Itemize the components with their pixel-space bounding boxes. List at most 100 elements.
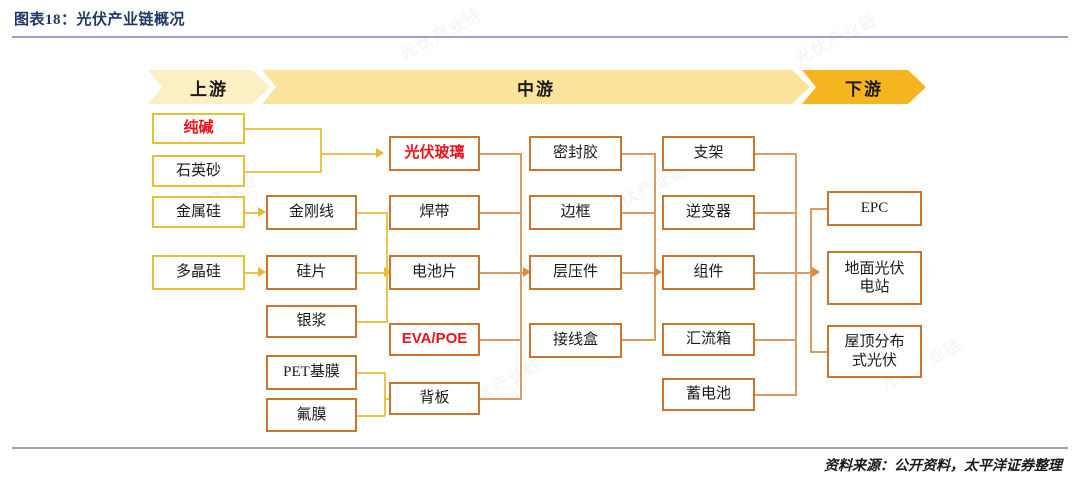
node-jinshugui[interactable]: 金属硅: [152, 196, 245, 228]
node-jiexianhe[interactable]: 接线盒: [529, 323, 622, 358]
connector: [755, 272, 811, 274]
node-dianchipian[interactable]: 电池片: [389, 255, 480, 290]
connector: [520, 153, 522, 399]
connector: [654, 153, 656, 340]
node-wuding-fenbushi-guangfu[interactable]: 屋顶分布式光伏: [827, 325, 922, 378]
connector: [386, 212, 388, 322]
arrow-head: [654, 267, 662, 277]
node-label: 银浆: [296, 313, 327, 330]
connector: [245, 272, 261, 274]
connector: [245, 171, 321, 173]
node-label: 硅片: [296, 264, 327, 281]
source-note: 资料来源：公开资料，太平洋证券整理: [824, 459, 1062, 474]
page-title: 图表18：光伏产业链概况: [14, 12, 186, 28]
node-cengyajian[interactable]: 层压件: [529, 255, 622, 290]
banner-downstream: 下游: [802, 70, 926, 104]
node-label: 石英砂: [175, 162, 221, 179]
node-label: 密封胶: [552, 145, 598, 162]
connector: [357, 212, 387, 214]
node-label: 组件: [693, 264, 724, 281]
connector: [622, 212, 656, 214]
node-shiyingsha[interactable]: 石英砂: [152, 155, 245, 187]
node-guangfuboli[interactable]: 光伏玻璃: [389, 136, 480, 171]
node-zujian[interactable]: 组件: [662, 255, 755, 290]
node-label: 金刚线: [288, 204, 334, 221]
node-label: 多晶硅: [175, 264, 221, 281]
node-label: 屋顶分布式光伏: [844, 334, 905, 369]
node-petjimo[interactable]: PET基膜: [266, 355, 357, 390]
banner-midstream: 中游: [262, 70, 810, 104]
node-label: 汇流箱: [685, 331, 731, 348]
connector: [480, 339, 522, 341]
connector: [320, 128, 322, 172]
connector: [357, 372, 385, 374]
node-guipian[interactable]: 硅片: [266, 255, 357, 290]
node-yinjiang[interactable]: 银浆: [266, 305, 357, 338]
node-nibianqi[interactable]: 逆变器: [662, 195, 755, 230]
node-biankuang[interactable]: 边框: [529, 195, 622, 230]
footer-divider: [12, 447, 1068, 449]
node-label: 金属硅: [175, 203, 221, 220]
arrow-head: [258, 267, 266, 277]
node-duojinggui[interactable]: 多晶硅: [152, 255, 245, 290]
connector: [480, 398, 522, 400]
connector: [810, 208, 812, 352]
connector: [622, 153, 656, 155]
node-label: 光伏玻璃: [404, 144, 465, 162]
connector: [755, 212, 797, 214]
header-divider: [12, 36, 1068, 38]
node-zhijia[interactable]: 支架: [662, 136, 755, 171]
connector: [755, 394, 797, 396]
watermark: 光伏产业链: [396, 4, 486, 64]
node-mifengjiao[interactable]: 密封胶: [529, 136, 622, 171]
node-fumo[interactable]: 氟膜: [266, 398, 357, 432]
connector: [357, 321, 387, 323]
node-chunjian[interactable]: 纯碱: [152, 113, 245, 144]
node-label: 地面光伏电站: [844, 260, 905, 295]
node-label: 电池片: [411, 264, 457, 281]
connector: [622, 272, 658, 274]
node-label: EPC: [860, 200, 889, 217]
node-label: 纯碱: [183, 119, 214, 137]
connector: [755, 339, 797, 341]
node-label: EVA/POE: [401, 330, 468, 348]
banner-downstream-label: 下游: [845, 79, 883, 99]
banner-midstream-label: 中游: [517, 79, 555, 99]
node-label: 支架: [693, 145, 724, 162]
node-dimian-guangfu-dianzhan[interactable]: 地面光伏电站: [827, 251, 922, 305]
node-evapoe[interactable]: EVA/POE: [389, 323, 480, 356]
node-label: 焊带: [419, 204, 450, 221]
connector: [622, 339, 656, 341]
node-label: 逆变器: [685, 204, 731, 221]
node-beiban[interactable]: 背板: [389, 382, 480, 415]
connector: [480, 272, 525, 274]
arrow-head: [812, 267, 820, 277]
connector: [357, 415, 385, 417]
node-label: 接线盒: [552, 332, 598, 349]
connector: [357, 272, 386, 274]
connector: [245, 212, 261, 214]
connector: [810, 351, 828, 353]
node-huiliuxiang[interactable]: 汇流箱: [662, 323, 755, 356]
arrow-head: [376, 148, 384, 158]
node-xudianchi[interactable]: 蓄电池: [662, 378, 755, 411]
node-jingangxian[interactable]: 金刚线: [266, 195, 357, 230]
node-epc[interactable]: EPC: [827, 191, 922, 226]
arrow-head: [258, 207, 266, 217]
connector: [384, 372, 386, 416]
connector: [480, 153, 522, 155]
node-handai[interactable]: 焊带: [389, 195, 480, 230]
banner-upstream-label: 上游: [190, 79, 228, 99]
connector: [755, 153, 797, 155]
connector: [810, 208, 828, 210]
connector: [795, 153, 797, 395]
node-label: 层压件: [552, 264, 598, 281]
node-label: 边框: [560, 204, 591, 221]
node-label: 氟膜: [296, 406, 327, 423]
connector: [245, 128, 321, 130]
node-label: PET基膜: [283, 364, 340, 381]
node-label: 背板: [419, 390, 450, 407]
connector: [480, 212, 522, 214]
connector: [320, 153, 378, 155]
